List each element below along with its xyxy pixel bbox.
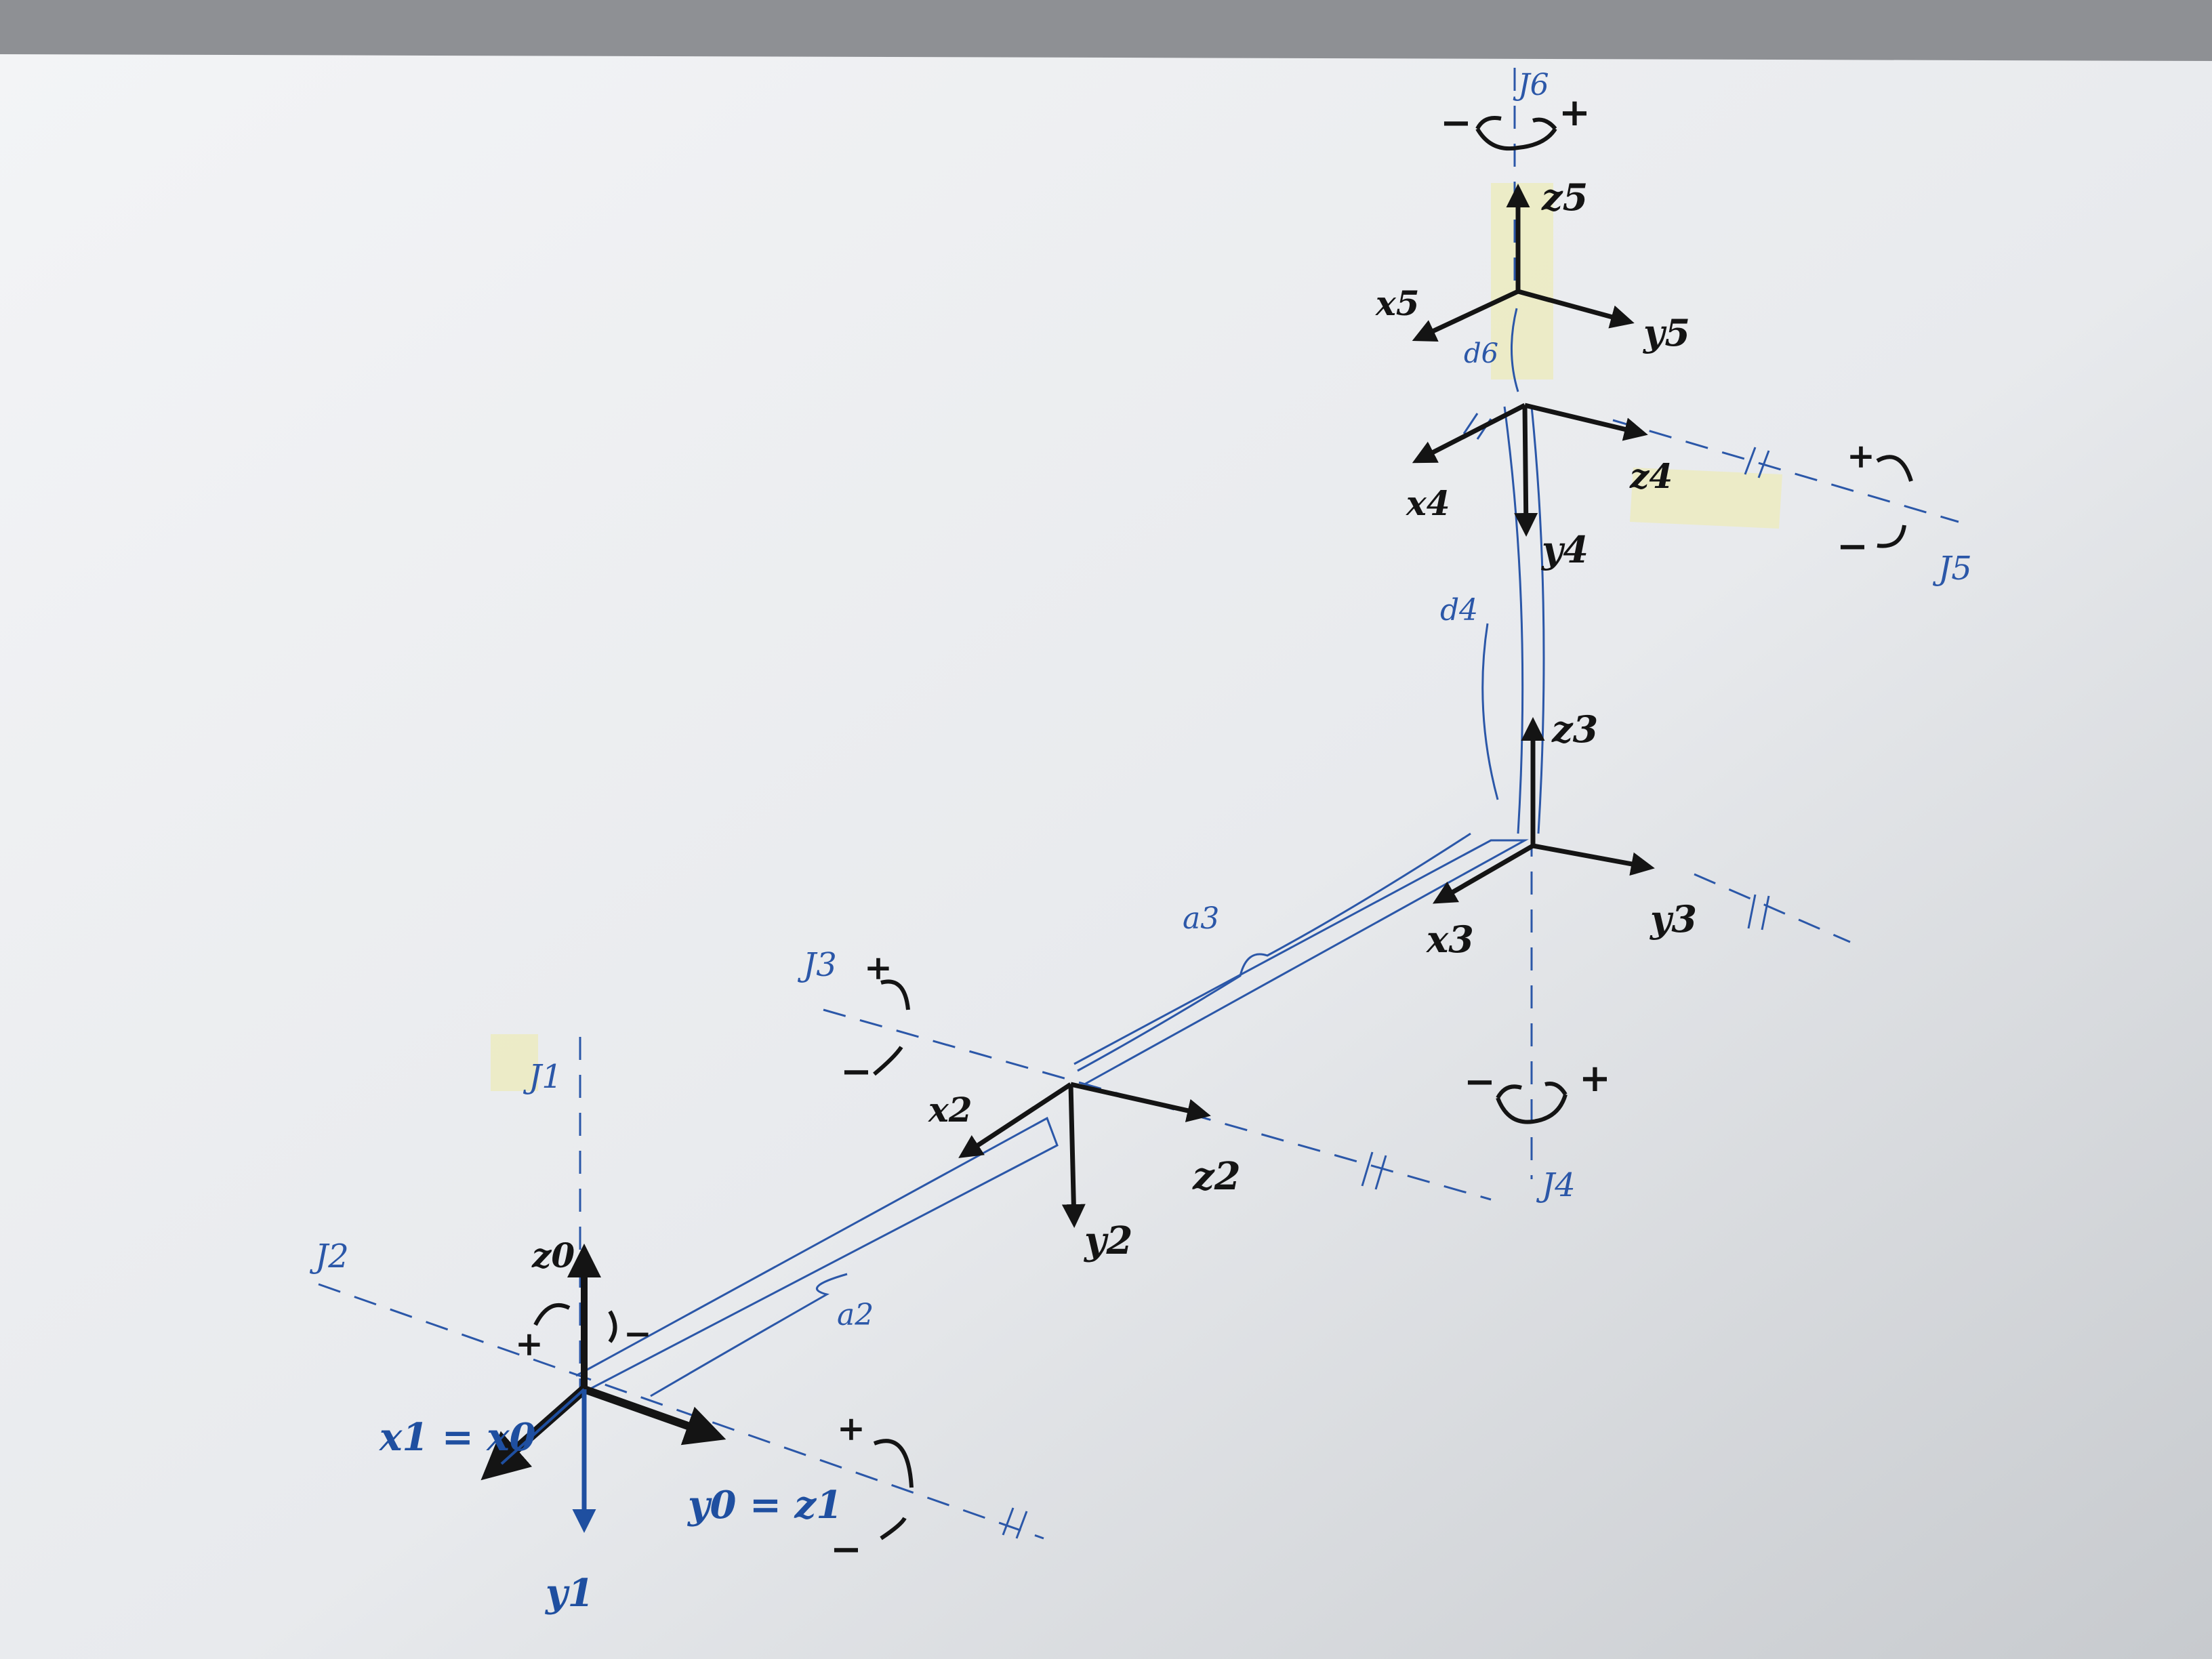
frame-0 [480, 1244, 726, 1533]
frame-5 [1412, 184, 1635, 342]
sign-plus-j3: + [864, 947, 893, 987]
sign-minus-j5: − [1837, 524, 1868, 569]
frame-4 [1412, 403, 1648, 537]
parallel-marks [1002, 413, 1770, 1539]
sign-plus-j1: + [515, 1324, 544, 1364]
label-J5: J5 [1932, 550, 1972, 588]
sign-minus-j3: − [840, 1049, 872, 1094]
label-z5: z5 [1541, 176, 1588, 219]
label-y1: y1 [544, 1571, 594, 1616]
label-x4: x4 [1406, 483, 1450, 523]
sign-plus-j6: + [1559, 90, 1591, 135]
label-d6: d6 [1464, 338, 1498, 369]
label-z3: z3 [1551, 708, 1598, 751]
label-y5: y5 [1643, 311, 1690, 354]
paper-sheet [0, 54, 2212, 1659]
label-a2: a2 [837, 1298, 874, 1332]
label-J6: J6 [1513, 68, 1549, 102]
sign-minus-j2: − [830, 1527, 862, 1572]
label-y2: y2 [1083, 1218, 1133, 1263]
label-x5: x5 [1375, 283, 1420, 323]
label-x1-x0: x1 = x0 [379, 1415, 536, 1460]
label-z2: z2 [1192, 1154, 1241, 1199]
frame-2 [958, 1082, 1211, 1228]
label-z0: z0 [531, 1235, 575, 1275]
label-y0-z1: y0 = z1 [687, 1483, 842, 1528]
label-x2: x2 [928, 1090, 972, 1130]
label-J3: J3 [797, 946, 837, 984]
sign-minus-j1: − [623, 1313, 652, 1353]
label-J4: J4 [1536, 1166, 1576, 1204]
tape-pieces [491, 183, 1782, 1091]
label-x3: x3 [1426, 918, 1474, 961]
length-braces [650, 308, 1519, 1397]
label-d4: d4 [1440, 593, 1478, 628]
label-J2: J2 [309, 1237, 349, 1275]
sign-plus-j5: + [1847, 436, 1875, 476]
label-a3: a3 [1183, 901, 1219, 936]
sign-minus-j4: − [1464, 1059, 1496, 1104]
frame-3 [1432, 717, 1655, 904]
label-J1: J1 [523, 1058, 562, 1096]
label-z4: z4 [1629, 456, 1673, 496]
sign-plus-j2: + [837, 1408, 865, 1448]
rotation-arcs [533, 116, 1913, 1540]
sign-minus-j6: − [1440, 100, 1472, 145]
label-y4: y4 [1541, 528, 1589, 571]
link-bodies [575, 406, 1545, 1394]
sign-plus-j4: + [1579, 1056, 1611, 1101]
label-y3: y3 [1650, 897, 1697, 941]
